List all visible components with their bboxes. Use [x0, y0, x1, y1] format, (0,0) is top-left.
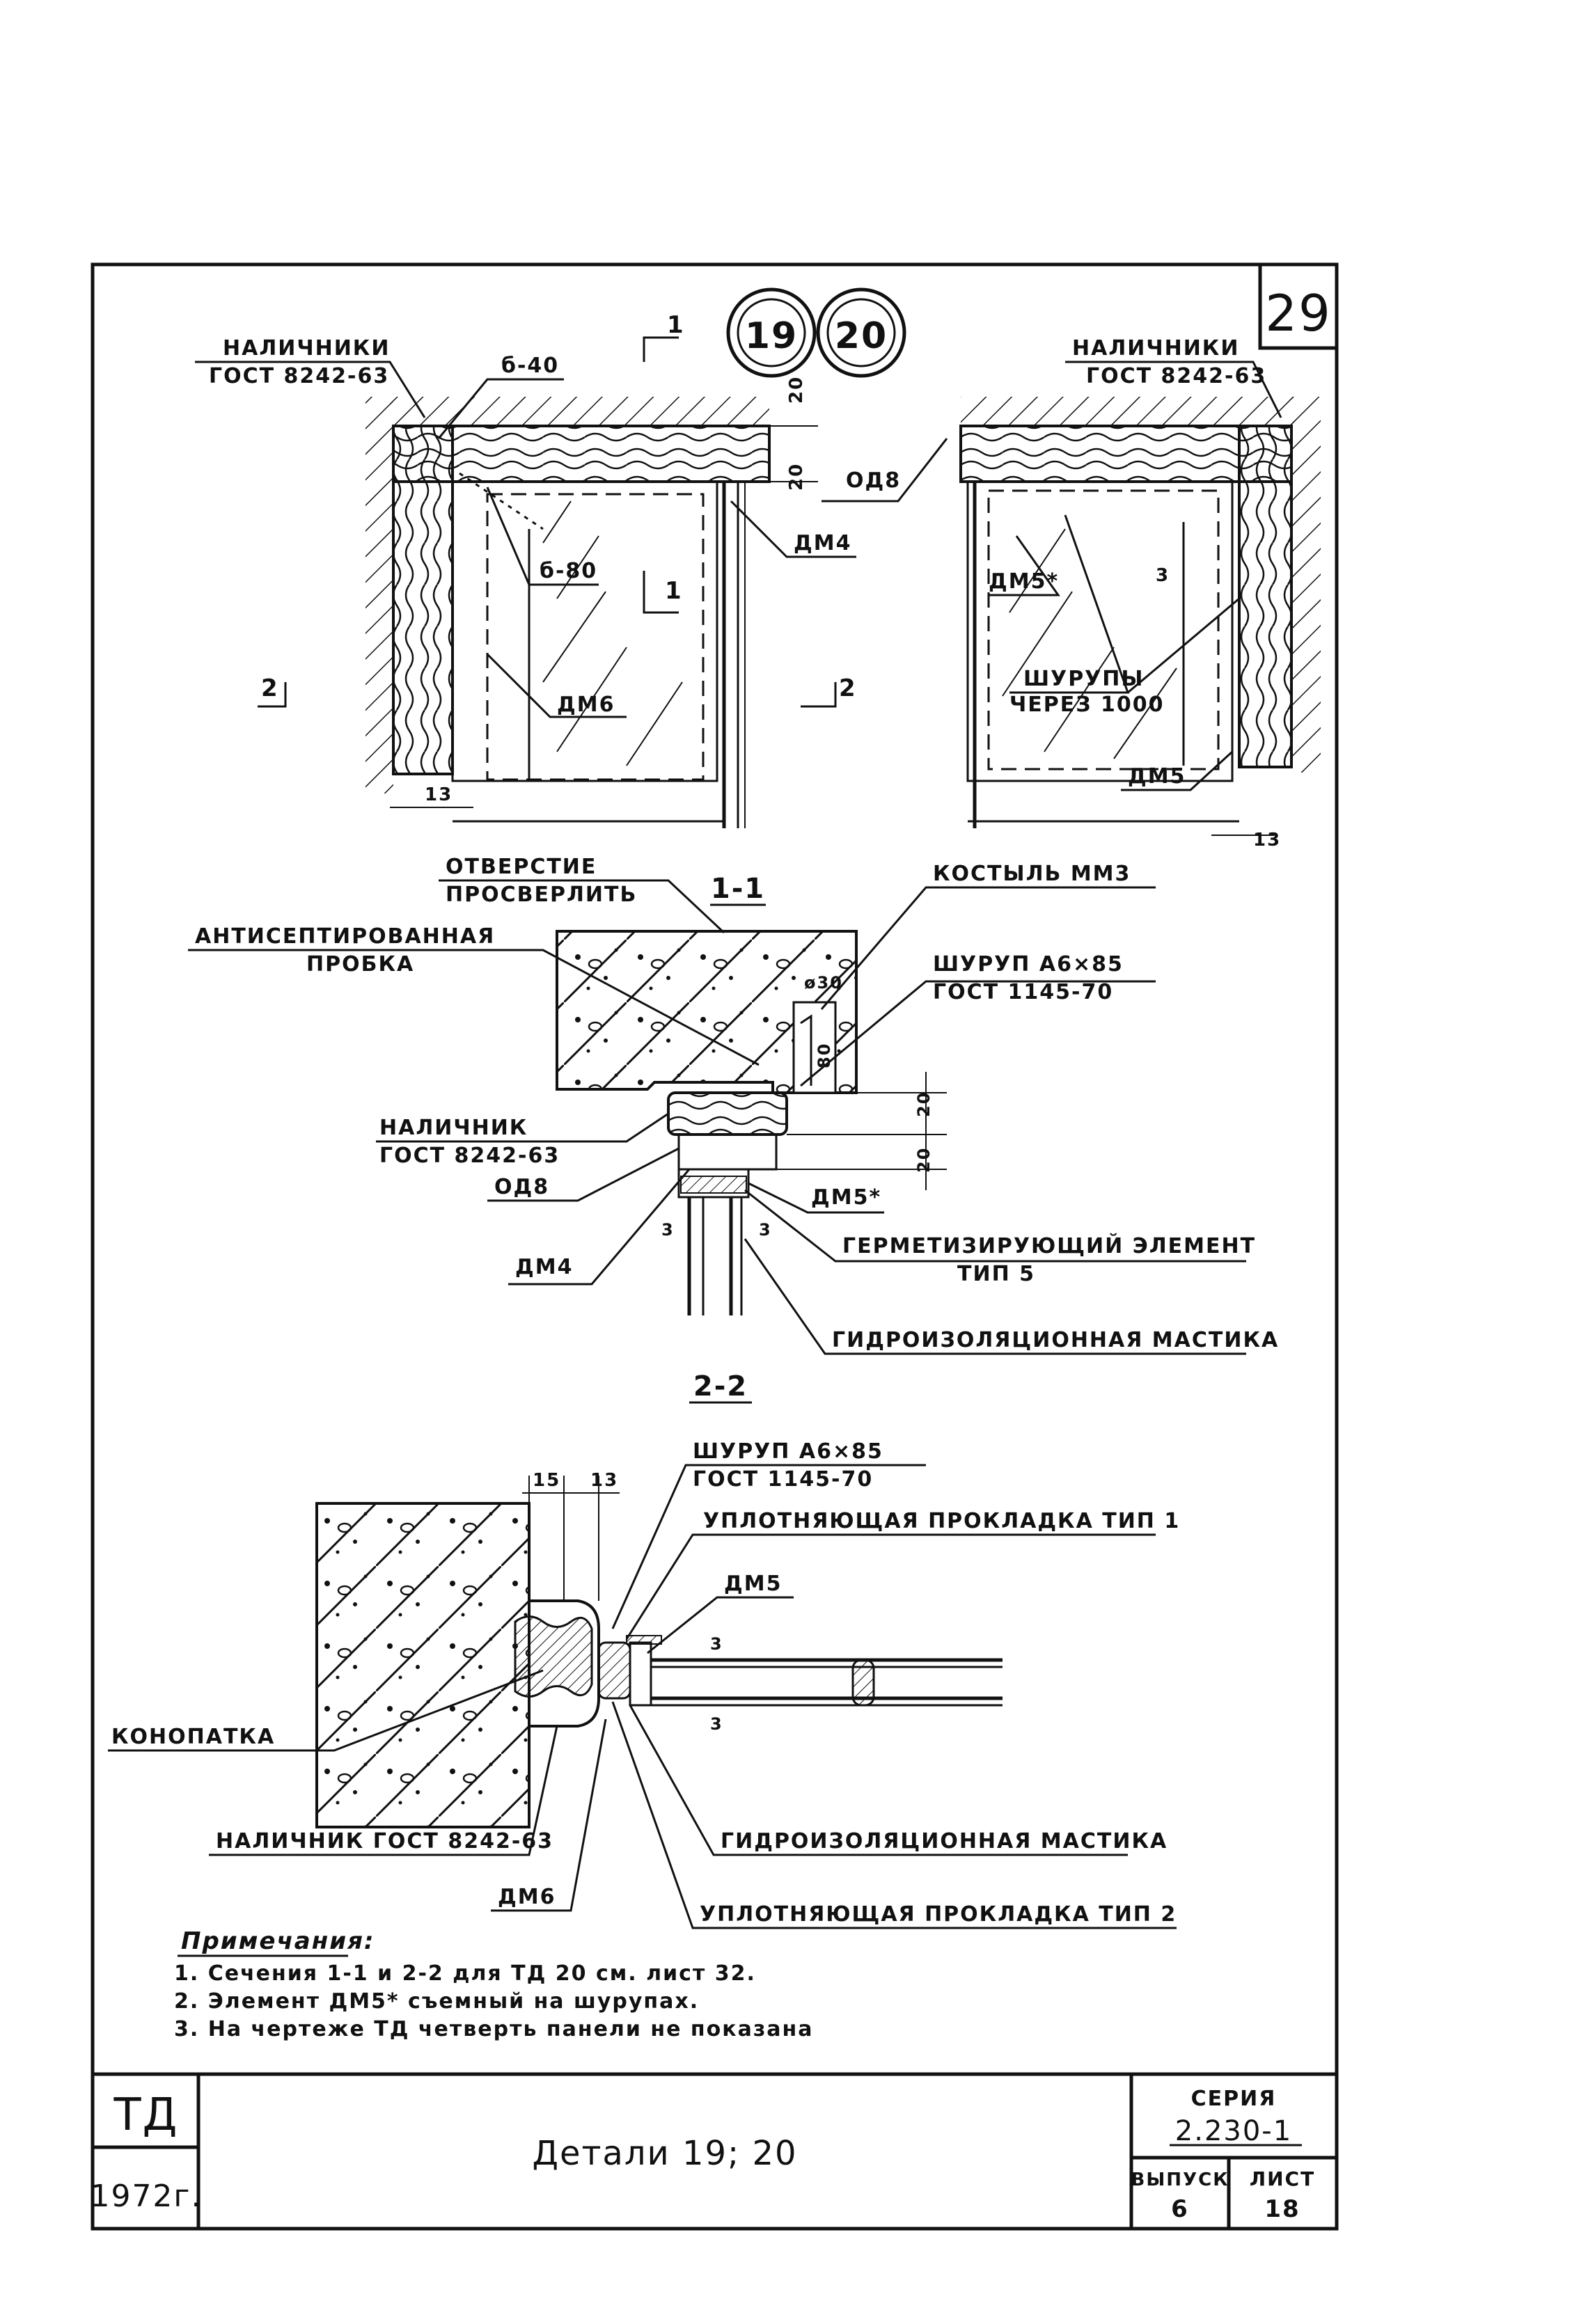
wall-hatch-top-left — [390, 397, 769, 425]
note-2: 2. Элемент ДМ5* съемный на шурупах. — [174, 1989, 699, 2014]
label-probka: ПРОБКА — [306, 952, 414, 977]
dim-13-left: 13 — [425, 784, 453, 805]
label-dm4-plan: ДМ4 — [794, 531, 851, 555]
label-dm5-star-1: ДМ5* — [811, 1185, 881, 1210]
sheet-number: 29 — [1265, 284, 1332, 342]
label-b80: б-80 — [540, 559, 597, 583]
dim-13-right: 13 — [1253, 830, 1281, 851]
casing-right — [1238, 425, 1293, 768]
dim-13-s2: 13 — [590, 1470, 618, 1491]
label-dm6-2: ДМ6 — [498, 1885, 556, 1909]
detail-number-19: 19 — [745, 315, 798, 357]
konopatka-fill — [514, 1615, 593, 1698]
detail-marker-20: 20 — [816, 287, 906, 378]
label-nalichniki-right: НАЛИЧНИКИ — [1072, 336, 1239, 361]
label-dm5-plan: ДМ5 — [1128, 764, 1186, 789]
label-cherez: ЧЕРЕЗ 1000 — [1009, 693, 1164, 717]
label-dm5-star-plan: ДМ5* — [989, 569, 1059, 594]
sheet-number-box: 29 — [1258, 264, 1337, 350]
label-gost-nalichnik-1: ГОСТ 8242-63 — [379, 1144, 560, 1168]
concrete-wall-1 — [556, 930, 858, 1094]
section-mark-1-top: 1 — [667, 311, 685, 339]
sheet-frame — [91, 262, 1339, 2231]
tb-list-label: ЛИСТ — [1250, 2167, 1315, 2190]
label-shurup-2: ШУРУП А6×85 — [693, 1439, 883, 1464]
label-konopatka: КОНОПАТКА — [111, 1725, 275, 1749]
label-mastika-1: ГИДРОИЗОЛЯЦИОННАЯ МАСТИКА — [832, 1328, 1279, 1352]
label-mastika-2: ГИДРОИЗОЛЯЦИОННАЯ МАСТИКА — [721, 1829, 1168, 1853]
dim-3-s2a: 3 — [710, 1634, 723, 1654]
title-block: ТД 1972г. Детали 19; 20 СЕРИЯ 2.230-1 ВЫ… — [90, 2072, 1337, 2229]
plan-detail-19: НАЛИЧНИКИ ГОСТ 8242-63 б-40 б-80 ДМ4 ДМ6… — [195, 311, 857, 828]
dim-80: 80 — [815, 1043, 834, 1068]
dim-20-a: 20 — [786, 376, 807, 404]
wall-hatch-right — [1291, 397, 1321, 773]
dim-20-s1a: 20 — [914, 1091, 934, 1117]
section-mark-2-right: 2 — [839, 674, 857, 702]
label-otverstie: ОТВЕРСТИЕ — [446, 855, 597, 879]
label-uplot1: УПЛОТНЯЮЩАЯ ПРОКЛАДКА ТИП 1 — [703, 1509, 1180, 1533]
dim-3-s1b: 3 — [759, 1220, 772, 1240]
section-mark-2-left: 2 — [261, 674, 279, 702]
kostyl-slot — [792, 1001, 837, 1094]
section-1-1: 1-1 ОТВЕРСТИЕ ПРОСВЕРЛИТЬ КОСТЫЛЬ ММ3 АН… — [188, 855, 1279, 1355]
tb-vypusk-label: ВЫПУСК — [1131, 2169, 1229, 2190]
detail-marker-19: 19 — [726, 287, 817, 378]
section-mark-1-mid: 1 — [665, 577, 683, 605]
label-b40: б-40 — [501, 354, 559, 378]
tb-code: ТД — [113, 2089, 178, 2141]
note-1: 1. Сечения 1-1 и 2-2 для ТД 20 см. лист … — [174, 1961, 756, 1986]
dim-15: 15 — [533, 1470, 560, 1491]
label-tip5: ТИП 5 — [957, 1262, 1035, 1286]
tb-list-value: 18 — [1264, 2195, 1300, 2223]
label-gost-shurup-2: ГОСТ 1145-70 — [693, 1467, 873, 1492]
frame-member — [451, 480, 718, 782]
section-2-2: 2-2 15 13 ШУРУП А6×85 ГОСТ 1145-70 УПЛОТ… — [108, 1370, 1180, 1929]
dim-3-s2b: 3 — [710, 1714, 723, 1734]
section-2-title: 2-2 — [693, 1370, 748, 1402]
tb-seria-value: 2.230-1 — [1175, 2115, 1292, 2147]
label-uplot2: УПЛОТНЯЮЩАЯ ПРОКЛАДКА ТИП 2 — [700, 1902, 1177, 1927]
label-gost-nalichniki-left: ГОСТ 8242-63 — [209, 364, 389, 388]
sash-dashed — [486, 493, 705, 781]
tb-seria-label: СЕРИЯ — [1191, 2087, 1277, 2111]
plan-detail-20: НАЛИЧНИКИ ГОСТ 8242-63 ОД8 ДМ5* 3 ШУРУПЫ… — [822, 336, 1321, 851]
detail-number-20: 20 — [835, 315, 888, 357]
concrete-wall-2 — [315, 1502, 530, 1828]
label-antisept: АНТИСЕПТИРОВАННАЯ — [195, 924, 495, 949]
note-3: 3. На чертеже ТД четверть панели не пока… — [174, 2017, 813, 2041]
label-gost-shurup-1: ГОСТ 1145-70 — [933, 980, 1113, 1004]
label-od8-plan: ОД8 — [846, 468, 901, 493]
tb-title: Детали 19; 20 — [532, 2134, 797, 2173]
label-dm5-2: ДМ5 — [724, 1572, 782, 1596]
label-kostyl: КОСТЫЛЬ ММ3 — [933, 862, 1131, 886]
label-nalichniki-left: НАЛИЧНИКИ — [223, 336, 390, 361]
dim-20-b: 20 — [786, 463, 807, 491]
dim-3-s1a: 3 — [661, 1220, 675, 1240]
dim-20-s1b: 20 — [914, 1147, 934, 1173]
label-nalichnik-1: НАЛИЧНИК — [379, 1116, 528, 1140]
dim-3-plan: 3 — [1156, 565, 1170, 586]
notes-heading: Примечания: — [181, 1927, 375, 1955]
label-od8-1: ОД8 — [494, 1175, 549, 1199]
label-nalichnik-gost-2: НАЛИЧНИК ГОСТ 8242-63 — [216, 1829, 553, 1853]
label-gost-nalichniki-right: ГОСТ 8242-63 — [1086, 364, 1266, 388]
tb-vypusk-value: 6 — [1171, 2195, 1189, 2223]
notes: Примечания: 1. Сечения 1-1 и 2-2 для ТД … — [174, 1927, 813, 2041]
tb-year: 1972г. — [90, 2179, 202, 2214]
label-dm4-1: ДМ4 — [515, 1255, 573, 1279]
label-shurup-1: ШУРУП А6×85 — [933, 952, 1124, 977]
seal-element-type5 — [680, 1176, 747, 1194]
label-prosverlit: ПРОСВЕРЛИТЬ — [446, 883, 637, 907]
wall-hatch-top-right — [961, 397, 1295, 425]
dim-30: ø30 — [804, 973, 843, 993]
casing-section-1 — [667, 1091, 788, 1136]
casing-left — [392, 425, 454, 775]
label-germet: ГЕРМЕТИЗИРУЮЩИЙ ЭЛЕМЕНТ — [842, 1233, 1256, 1258]
wall-hatch-left — [366, 397, 393, 793]
section-1-title: 1-1 — [711, 873, 765, 905]
label-dm6-plan: ДМ6 — [557, 693, 615, 717]
